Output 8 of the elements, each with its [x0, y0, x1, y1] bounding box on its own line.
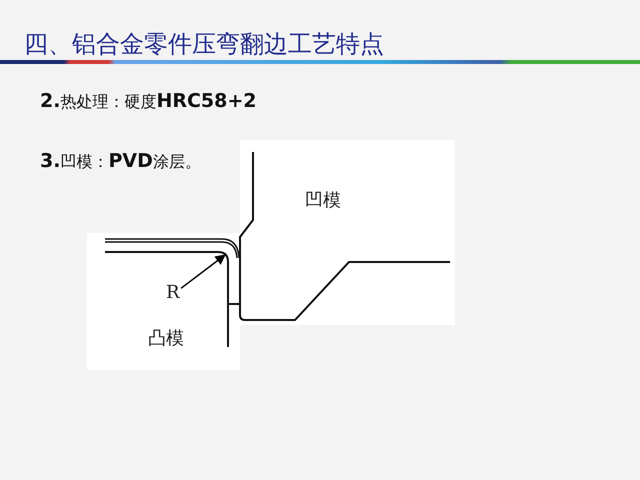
die-label: 凹模 [305, 189, 341, 212]
heat-treatment-text: 2.热处理：硬度HRC58+2 [40, 90, 257, 113]
radius-label: R [166, 282, 180, 303]
coating-text: 3.凹模：PVD涂层。 [40, 150, 201, 173]
leader-arrow [180, 254, 226, 289]
slide-title: 四、铝合金零件压弯翻边工艺特点 [24, 29, 384, 60]
bend-radius-arc [218, 251, 229, 262]
punch-label: 凸模 [148, 327, 184, 350]
